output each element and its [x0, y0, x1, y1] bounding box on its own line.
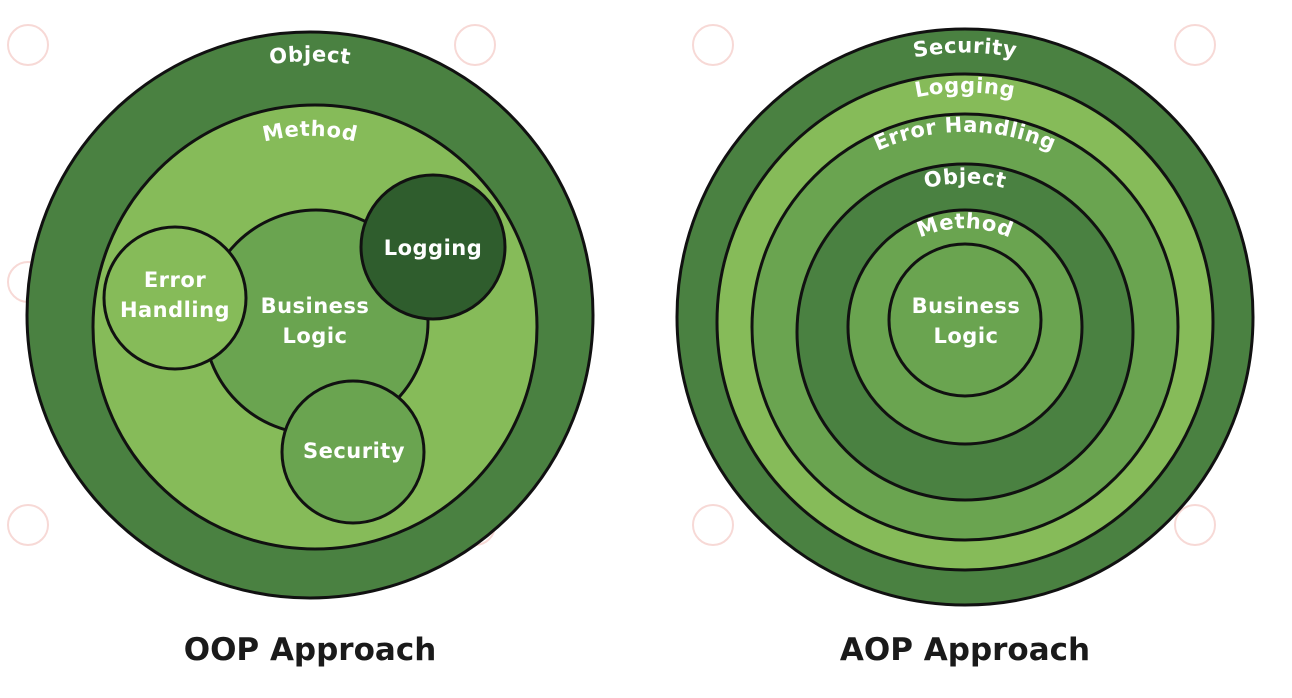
oop-business-logic-line2: Logic — [283, 324, 348, 348]
oop-object-label: Object — [268, 42, 352, 69]
oop-security-circle — [280, 379, 426, 525]
aop-security-label: Security — [911, 34, 1019, 63]
oop-logging-label: Logging — [384, 236, 483, 260]
oop-security-label: Security — [303, 439, 405, 463]
oop-logging-circle — [359, 173, 507, 321]
aop-diagram: Security Logging Error Handling Object M… — [675, 27, 1255, 668]
aop-caption: AOP Approach — [840, 632, 1090, 668]
aop-business-logic-line1: Business — [912, 294, 1021, 318]
oop-caption: OOP Approach — [184, 632, 437, 668]
oop-error-handling-circle — [102, 225, 248, 371]
oop-error-handling-line2: Handling — [120, 298, 230, 322]
oop-diagram: Object Method Business Logic Logging Err… — [25, 30, 595, 668]
oop-error-handling-line1: Error — [144, 268, 206, 292]
oop-business-logic-line1: Business — [261, 294, 370, 318]
aop-business-logic-line2: Logic — [934, 324, 999, 348]
aop-business-logic-circle — [887, 242, 1043, 398]
aop-object-label: Object — [922, 164, 1009, 193]
